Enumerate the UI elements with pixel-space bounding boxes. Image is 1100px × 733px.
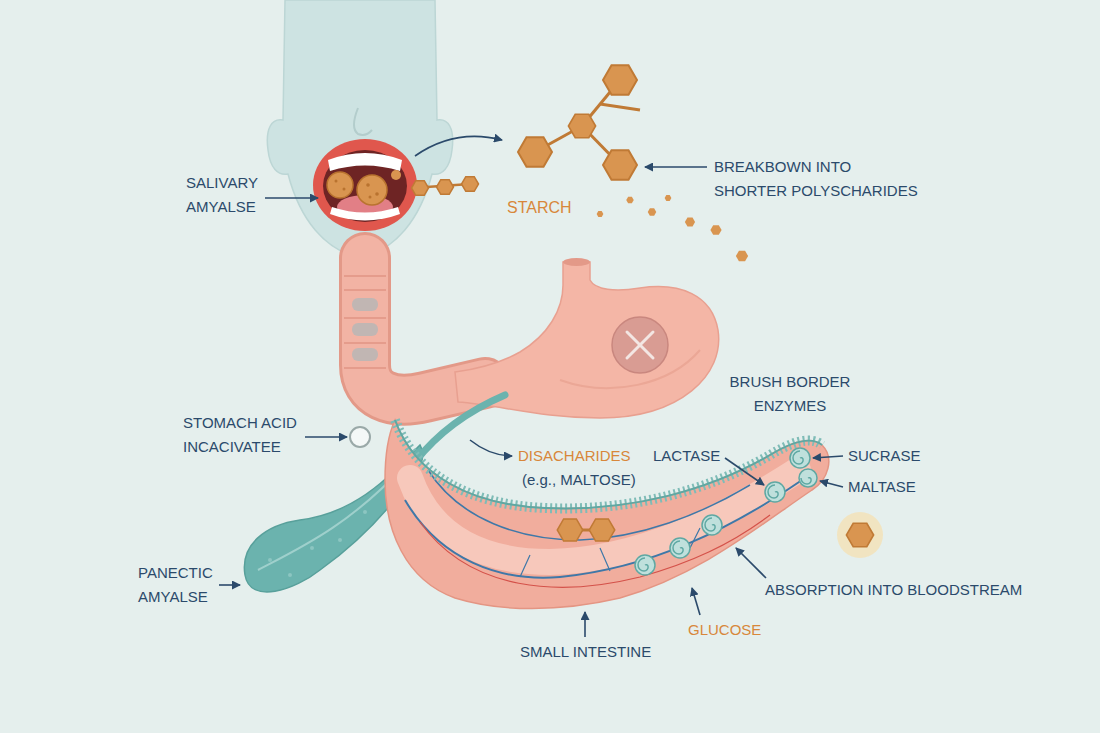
enzyme-label: MALTASE [848, 475, 916, 499]
leader-arrows [219, 167, 843, 637]
enzyme-label: LACTASE [653, 444, 720, 468]
flow-arrow [415, 136, 502, 156]
open-mouth [313, 139, 417, 231]
stomach [455, 258, 719, 418]
process-label: STOMACH ACID INCACIVATEE [183, 411, 305, 459]
head-silhouette [267, 0, 452, 258]
molecule-label: GLUCOSE [688, 618, 761, 642]
enzyme-group-label: BRUSH BORDER ENZYMES [725, 370, 855, 418]
glucose-molecule [837, 512, 883, 558]
process-label: ABSORPTION INTO BLOODSTREAM [765, 578, 1022, 602]
process-label: BREAKBOWN INTO SHORTER POLYSCHARIDES [714, 155, 924, 203]
molecule-label: STARCH [507, 196, 572, 220]
small-intestine [385, 420, 829, 609]
organ-label: SMALL INTESTINE [520, 640, 651, 664]
enzyme-label: SALIVARY AMYALSE [186, 171, 278, 219]
enzyme-label: PANECTIC AMYALSE [138, 561, 230, 609]
enzyme-label: SUCRASE [848, 444, 921, 468]
starch-chain [412, 177, 479, 196]
acid-marker [350, 427, 370, 447]
molecule-example: (e.g., MALTOSE) [522, 468, 636, 492]
starch-molecule [518, 65, 748, 261]
molecule-label: DISACHARIDES [518, 444, 631, 468]
